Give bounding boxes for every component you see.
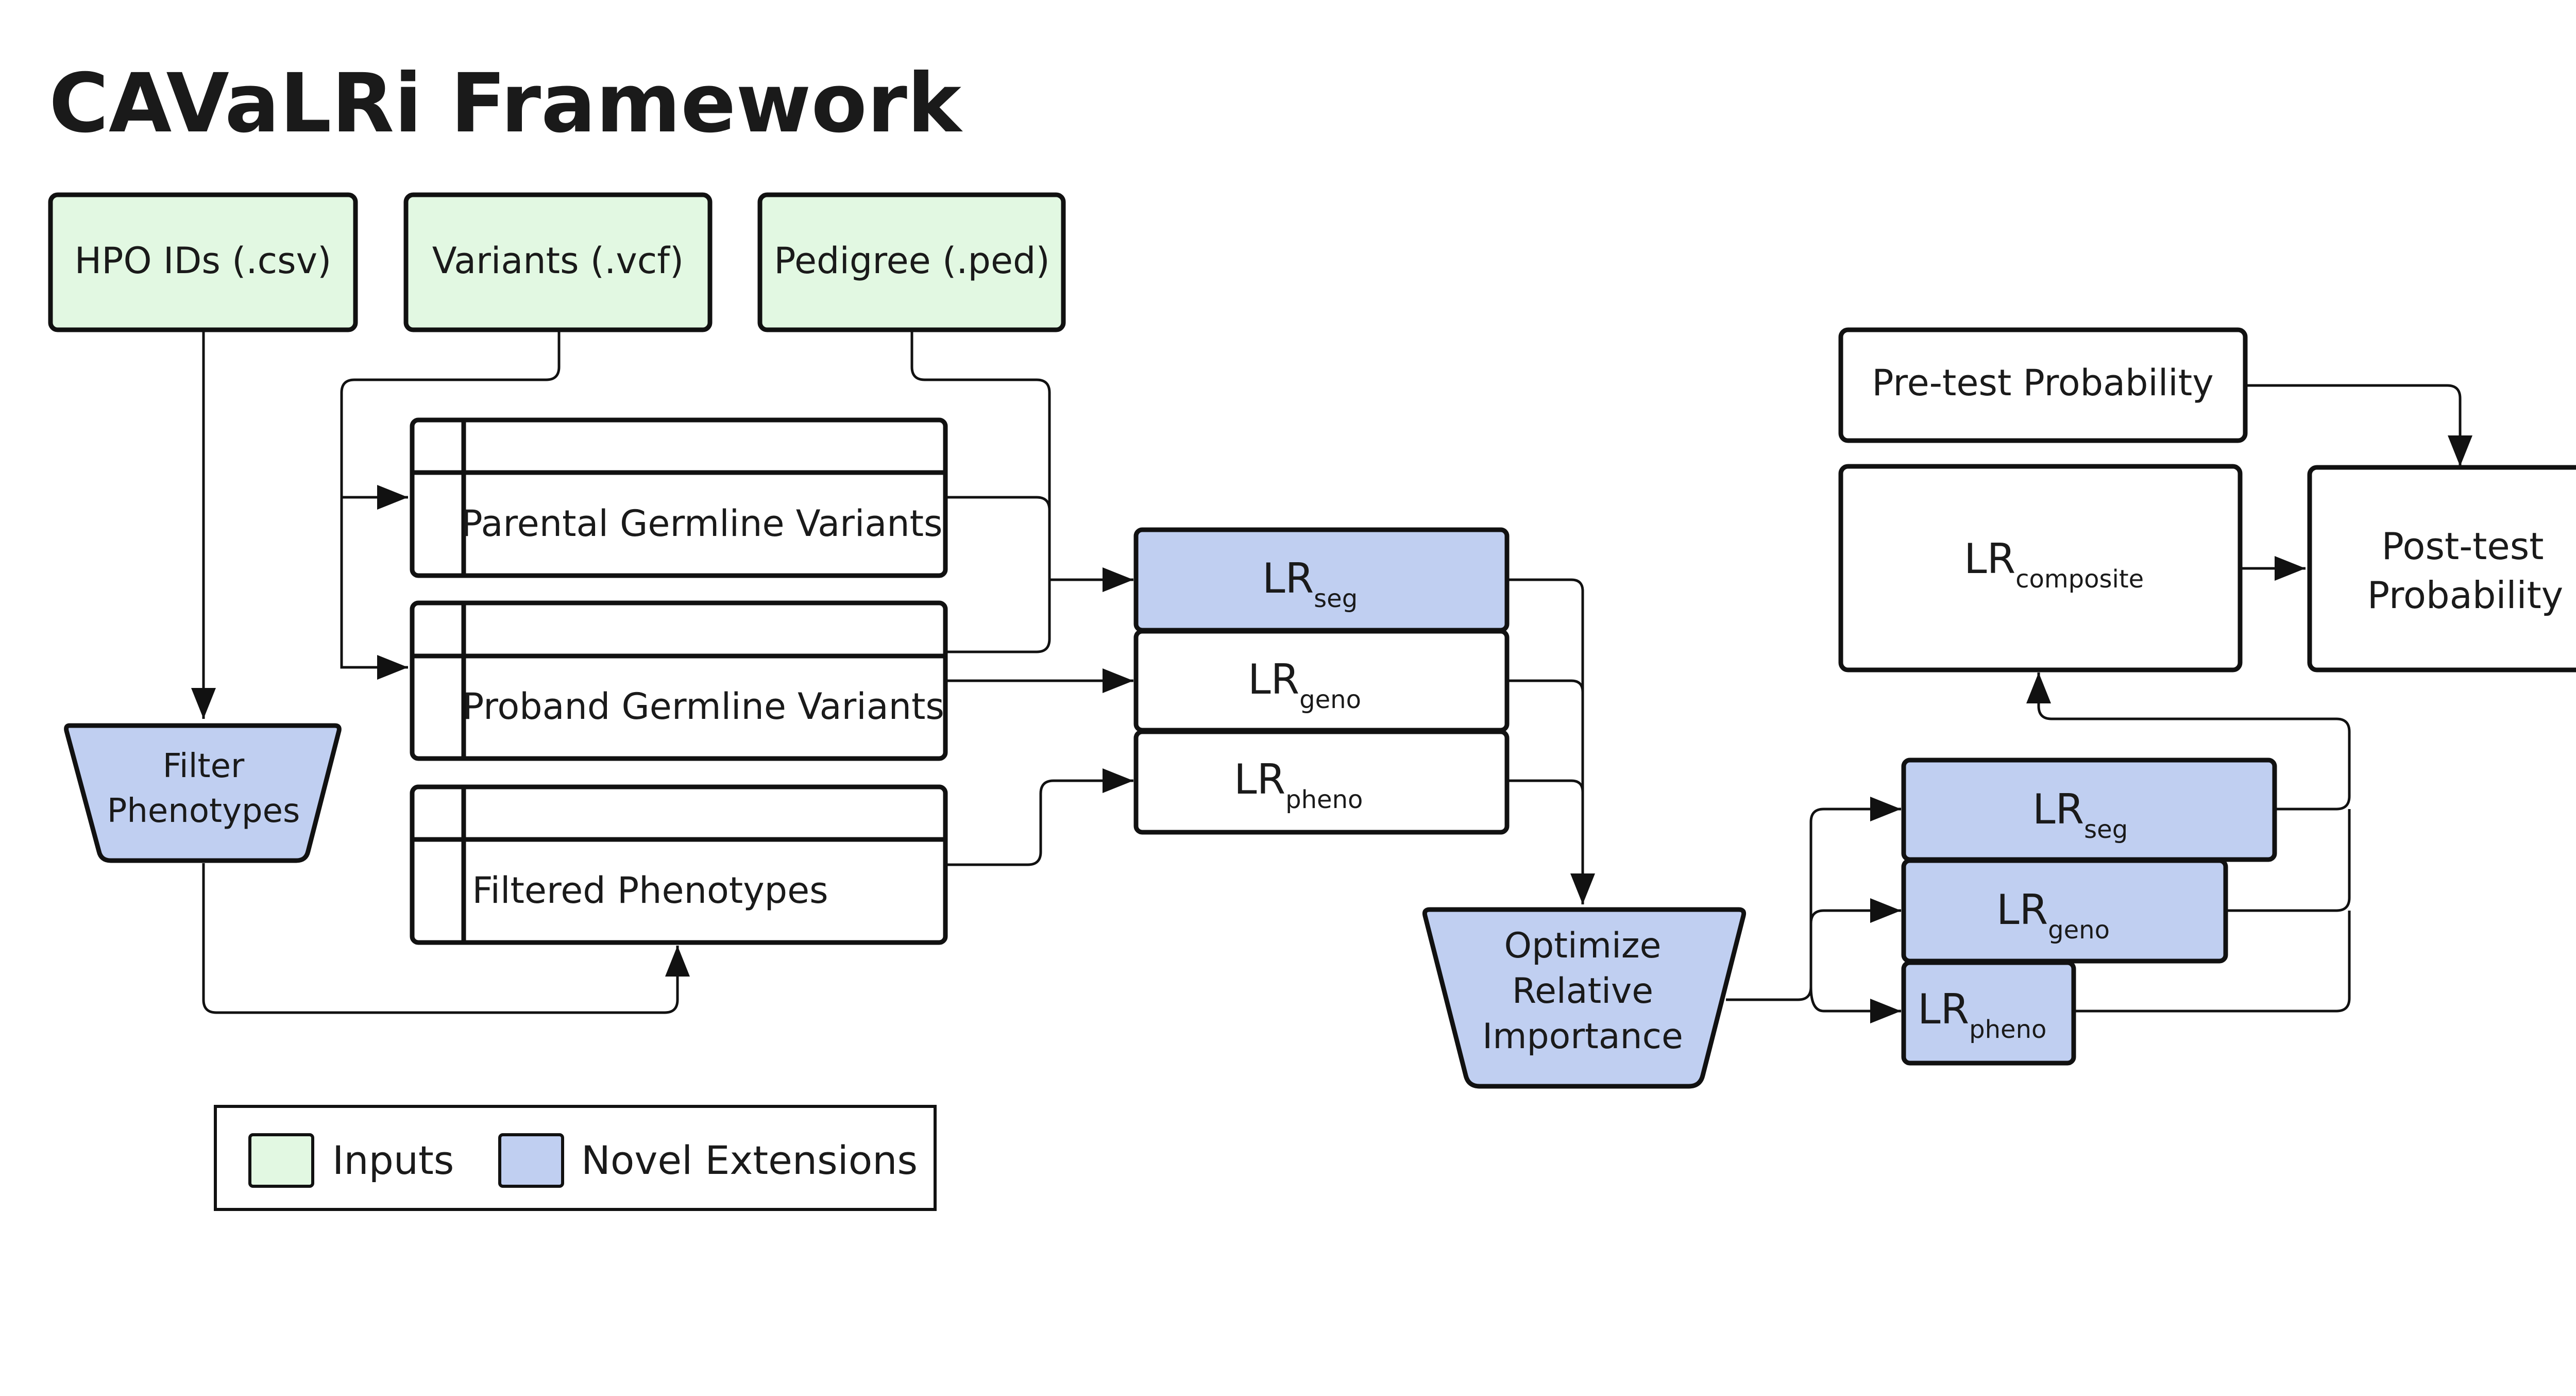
table-filtered-phenotypes: Filtered Phenotypes [410, 784, 948, 945]
legend-inputs-label: Inputs [332, 1137, 454, 1183]
weighted-lr-pheno-label: LRpheno [1918, 985, 2046, 1044]
legend-inputs-swatch [248, 1133, 314, 1188]
input-hpo-box: HPO IDs (.csv) [48, 192, 358, 332]
legend-novel-swatch [498, 1133, 564, 1188]
lr-geno-label: LRgeno [1248, 655, 1361, 714]
diagram-title: CAVaLRi Framework [49, 56, 963, 151]
weighted-lr-pheno-box: LRpheno [1901, 960, 2076, 1066]
weighted-lr-geno-label: LRgeno [1996, 886, 2110, 945]
lr-composite-label: LRcomposite [1964, 535, 2144, 594]
lr-composite-box: LRcomposite [1838, 464, 2243, 672]
connectors [191, 330, 2472, 1023]
optimize-line3: Importance [1482, 1016, 1683, 1057]
pretest-probability-box: Pre-test Probability [1838, 327, 2248, 443]
lr-seg-box: LRseg [1133, 527, 1510, 633]
table-proband-label: Proband Germline Variants [462, 685, 944, 728]
table-parental-label: Parental Germline Variants [461, 502, 942, 545]
lr-pheno-box: LRpheno [1133, 729, 1510, 835]
input-pedigree-label: Pedigree (.ped) [774, 240, 1050, 282]
legend: Inputs Novel Extensions [214, 1105, 937, 1211]
posttest-line1: Post-test [2382, 525, 2544, 568]
input-hpo-label: HPO IDs (.csv) [75, 240, 332, 282]
input-variants-label: Variants (.vcf) [432, 240, 684, 282]
lr-seg-label: LRseg [1262, 554, 1358, 613]
filter-phenotypes-process: Filter Phenotypes [64, 723, 342, 863]
optimize-line1: Optimize [1504, 926, 1662, 966]
optimize-relative-importance-process: Optimize Relative Importance [1422, 907, 1747, 1089]
input-pedigree-box: Pedigree (.ped) [757, 192, 1066, 332]
posttest-line2: Probability [2367, 574, 2564, 617]
posttest-probability-box: Post-test Probability [2307, 465, 2576, 672]
weighted-lr-geno-box: LRgeno [1901, 858, 2228, 964]
lr-geno-box: LRgeno [1133, 629, 1510, 733]
input-variants-box: Variants (.vcf) [403, 192, 713, 332]
optimize-line2: Relative [1512, 971, 1653, 1012]
legend-novel-label: Novel Extensions [581, 1137, 918, 1183]
filter-phenotypes-line1: Filter [163, 747, 245, 785]
filter-phenotypes-line2: Phenotypes [107, 792, 300, 830]
pretest-probability-label: Pre-test Probability [1872, 362, 2213, 404]
weighted-lr-seg-label: LRseg [2032, 785, 2128, 844]
lr-pheno-label: LRpheno [1234, 755, 1363, 814]
weighted-lr-seg-box: LRseg [1901, 758, 2277, 862]
table-proband-germline-variants: Proband Germline Variants [410, 600, 948, 761]
table-parental-germline-variants: Parental Germline Variants [410, 417, 948, 578]
table-phenotypes-label: Filtered Phenotypes [472, 869, 828, 912]
